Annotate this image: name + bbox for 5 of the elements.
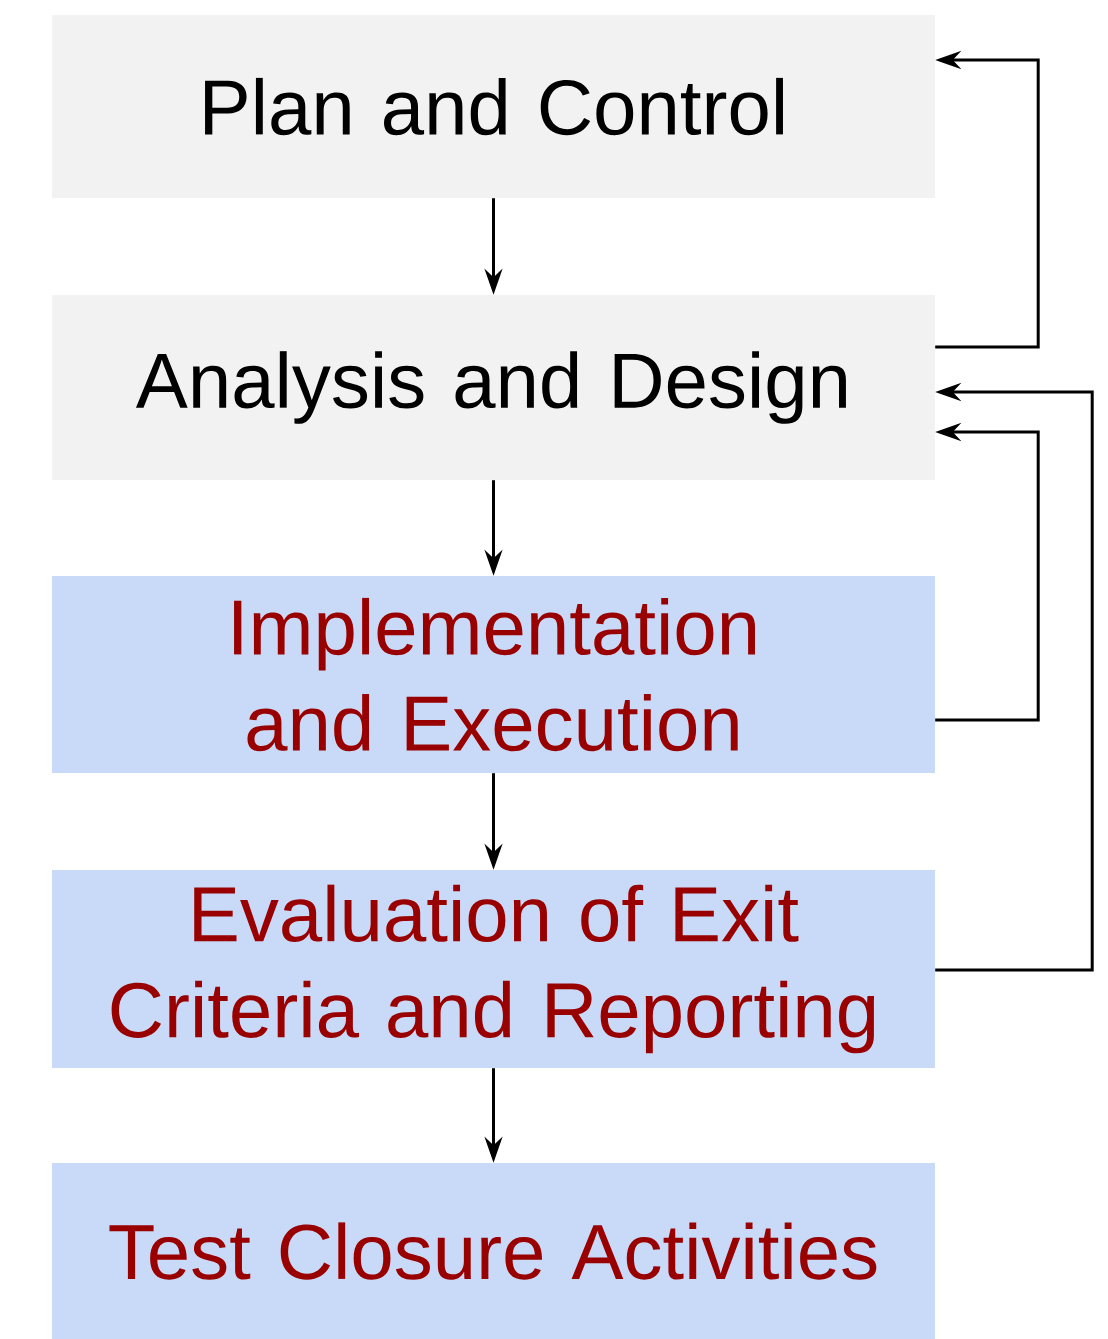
process-box: Implementation and Execution <box>52 576 935 773</box>
process-box: Test Closure Activities <box>52 1163 935 1339</box>
process-box: Evaluation of Exit Criteria and Reporting <box>52 870 935 1068</box>
process-box: Plan and Control <box>52 15 935 198</box>
process-box: Analysis and Design <box>52 295 935 480</box>
